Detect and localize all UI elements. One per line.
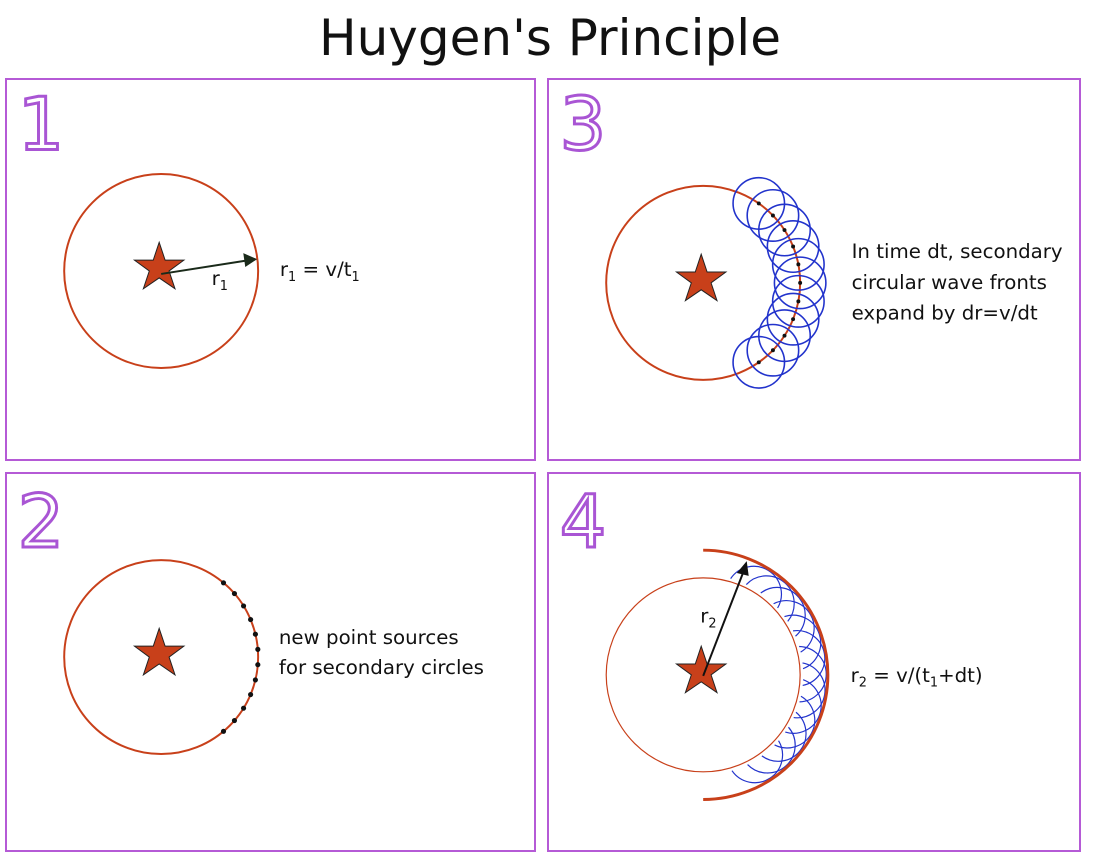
- panel-number: 3: [560, 82, 607, 167]
- radius-arrow: [161, 259, 250, 275]
- point-source-dot: [252, 677, 258, 683]
- arrowhead-icon: [243, 253, 258, 268]
- caption-line: expand by dr=v/dt: [852, 301, 1038, 324]
- secondary-wavelet: [747, 726, 796, 774]
- source-star-icon: [674, 252, 728, 302]
- secondary-wavelet: [785, 679, 822, 734]
- previous-wavefront: [605, 577, 801, 773]
- secondary-wavelet: [771, 274, 825, 328]
- point-source-dot: [220, 580, 227, 586]
- panel-4: 4 r2 r2 = v/(t1+dt): [547, 472, 1081, 852]
- secondary-wavelets: [732, 176, 827, 389]
- point-sources: [220, 580, 261, 734]
- panel-1: 1 r1 r1 = v/t1: [5, 78, 536, 461]
- secondary-wavelet: [774, 695, 816, 749]
- point-source-dot: [796, 299, 801, 304]
- source-star-icon: [132, 626, 186, 677]
- point-source-dot: [231, 717, 238, 724]
- source-star-icon: [674, 644, 728, 694]
- secondary-wavelets: [730, 565, 827, 784]
- radius-equation: r1 = v/t1: [280, 258, 360, 285]
- secondary-wavelet: [766, 292, 820, 346]
- secondary-wavelet: [746, 323, 800, 377]
- panel-number: 1: [18, 82, 65, 167]
- panel-number: 2: [18, 480, 65, 565]
- secondary-wavelet: [732, 335, 786, 389]
- point-source-dot: [782, 228, 787, 233]
- panel-2-figure: 2 new point sources for secondary circle…: [16, 479, 484, 756]
- panel-3-figure: 3 In time dt, secondary circular wave fr…: [558, 81, 1063, 389]
- secondary-wavelet: [757, 203, 812, 257]
- radius-equation: r2 = v/(t1+dt): [851, 664, 983, 691]
- secondary-wavelet: [773, 256, 827, 310]
- point-source-dot: [782, 333, 787, 338]
- point-source-dot: [248, 691, 254, 698]
- secondary-wavelet: [771, 237, 825, 291]
- panel-2: 2 new point sources for secondary circle…: [5, 472, 536, 852]
- point-source-dot: [255, 662, 261, 668]
- secondary-wavelet: [799, 645, 827, 703]
- caption-line: for secondary circles: [279, 656, 484, 679]
- source-star-icon: [132, 240, 186, 291]
- primary-wavefront: [63, 173, 260, 369]
- radius-arrow: [702, 570, 745, 677]
- secondary-wavelet: [793, 662, 826, 719]
- point-source-dot: [791, 244, 796, 249]
- new-wavefront: [703, 548, 830, 802]
- point-source-dot: [240, 705, 247, 711]
- point-source-dot: [770, 213, 775, 218]
- point-source-dot: [756, 201, 761, 206]
- point-source-dot: [770, 348, 775, 353]
- radius-label: r1: [212, 267, 228, 294]
- point-source-dot: [248, 617, 254, 623]
- point-source-dot: [756, 360, 761, 365]
- point-source-dot: [796, 262, 801, 267]
- caption-line: circular wave fronts: [852, 271, 1047, 294]
- caption-line: new point sources: [279, 626, 459, 649]
- secondary-wavelet: [731, 740, 784, 784]
- point-source-dot: [220, 728, 227, 734]
- point-source-dot: [255, 646, 261, 652]
- panel-number: 4: [560, 480, 607, 565]
- page-title: Huygen's Principle: [319, 9, 781, 67]
- panel-3: 3 In time dt, secondary circular wave fr…: [547, 78, 1081, 461]
- point-source-dot: [240, 603, 247, 609]
- radius-label: r2: [700, 604, 716, 631]
- caption-line: In time dt, secondary: [852, 240, 1063, 263]
- arrowhead-icon: [736, 561, 749, 576]
- point-source-dot: [231, 590, 238, 597]
- secondary-wavelet: [745, 575, 795, 622]
- secondary-wavelet: [746, 188, 800, 243]
- secondary-wavelet: [760, 586, 806, 637]
- secondary-wavelet: [773, 600, 815, 653]
- point-source-dot: [798, 280, 803, 285]
- secondary-wavelet: [784, 614, 822, 670]
- point-source-dot: [791, 317, 796, 322]
- primary-wavefront: [63, 559, 260, 756]
- secondary-wavelet: [761, 711, 807, 762]
- panel-1-figure: 1 r1 r1 = v/t1: [16, 81, 360, 369]
- point-source-dot: [252, 631, 258, 637]
- panel-4-figure: 4 r2 r2 = v/(t1+dt): [558, 479, 983, 802]
- secondary-wavelet: [792, 630, 826, 687]
- secondary-wavelet: [766, 220, 820, 274]
